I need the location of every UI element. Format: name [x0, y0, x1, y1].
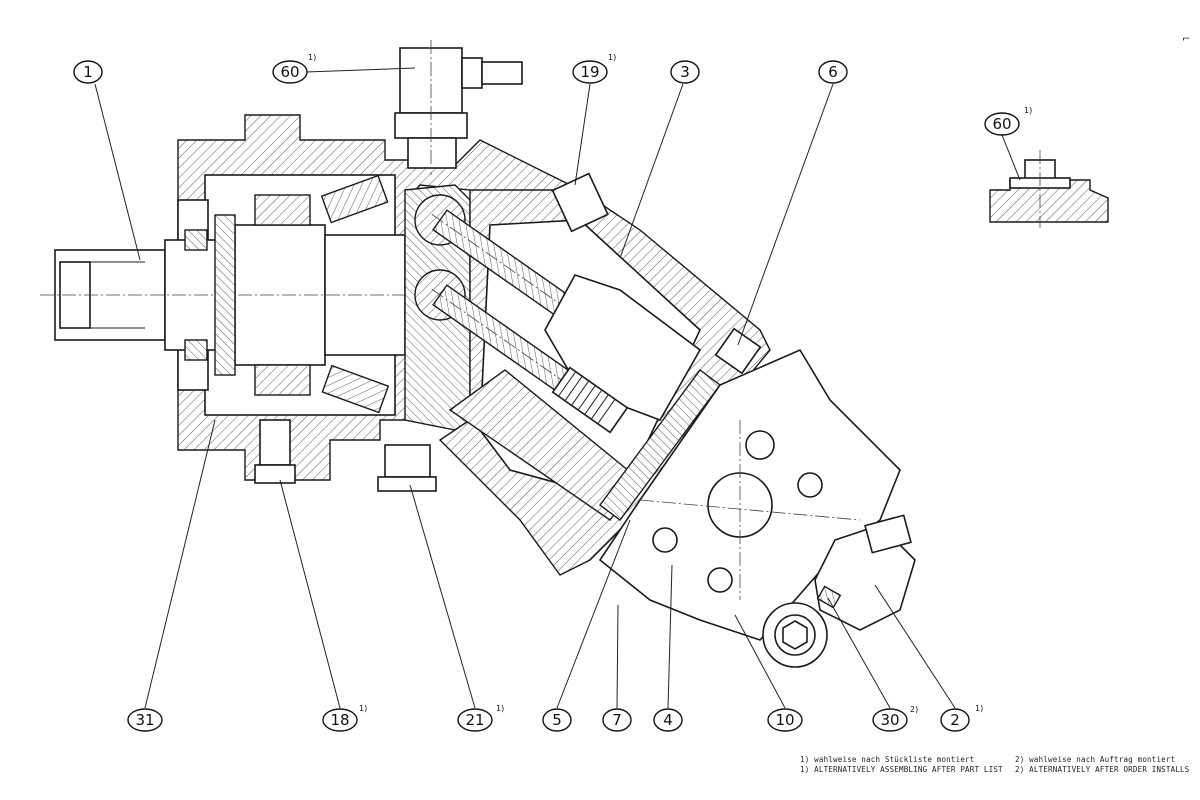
svg-text:1): 1)	[1024, 106, 1032, 115]
footnote-left: 1) wahlweise nach Stückliste montiert 1)…	[800, 755, 1003, 775]
drive-shaft	[40, 224, 440, 366]
bearings	[184, 174, 390, 414]
detail-view-60	[989, 150, 1109, 228]
footnote-left-de: 1) wahlweise nach Stückliste montiert	[800, 755, 975, 764]
svg-text:6: 6	[828, 63, 838, 81]
svg-text:19: 19	[580, 63, 599, 81]
svg-text:1: 1	[83, 63, 93, 81]
plug-6	[714, 327, 762, 375]
svg-text:30: 30	[880, 711, 899, 729]
svg-text:18: 18	[330, 711, 349, 729]
svg-text:10: 10	[775, 711, 794, 729]
callout-3: 3	[670, 60, 700, 84]
callout-5: 5	[542, 708, 572, 732]
pistons	[431, 209, 605, 411]
callout-60-top: 60 1)	[272, 53, 316, 84]
callout-2: 2 1)	[940, 704, 983, 732]
sensor-plug-60	[394, 40, 523, 175]
callout-60-detail: 60 1)	[984, 106, 1032, 136]
svg-text:5: 5	[552, 711, 562, 729]
callout-21: 21 1)	[457, 704, 504, 732]
footnote-right-de: 2) wahlweise nach Auftrag montiert	[1015, 755, 1176, 764]
cylinder-block	[448, 274, 702, 521]
plug-21	[377, 444, 437, 492]
callout-1: 1	[73, 60, 103, 84]
svg-text:1): 1)	[359, 704, 367, 713]
leader-lines	[94, 67, 1021, 709]
corner-mark: ⌐	[1182, 34, 1190, 45]
svg-text:2: 2	[950, 711, 960, 729]
callout-6: 6	[818, 60, 848, 84]
svg-text:4: 4	[663, 711, 673, 729]
svg-text:1): 1)	[608, 53, 616, 62]
callout-4: 4	[653, 708, 683, 732]
callout-31: 31	[127, 708, 163, 732]
plug-18	[254, 419, 296, 484]
svg-text:1): 1)	[496, 704, 504, 713]
port-block	[598, 348, 901, 641]
svg-text:60: 60	[280, 63, 299, 81]
svg-text:60: 60	[992, 115, 1011, 133]
callout-18: 18 1)	[322, 704, 367, 732]
svg-text:21: 21	[465, 711, 484, 729]
footnote-left-en: 1) ALTERNATIVELY ASSEMBLING AFTER PART L…	[800, 765, 1003, 774]
callout-30: 30 2)	[872, 705, 918, 732]
callout-7: 7	[602, 708, 632, 732]
svg-text:7: 7	[612, 711, 622, 729]
svg-text:1): 1)	[308, 53, 316, 62]
svg-text:31: 31	[135, 711, 154, 729]
callout-10: 10	[767, 708, 803, 732]
callout-19: 19 1)	[572, 53, 616, 84]
footnote-right-en: 2) ALTERNATIVELY AFTER ORDER INSTALLS	[1015, 765, 1190, 774]
plug-19	[551, 172, 609, 233]
svg-text:3: 3	[680, 63, 690, 81]
footnote-right: 2) wahlweise nach Auftrag montiert 2) AL…	[1015, 755, 1189, 775]
svg-text:1): 1)	[975, 704, 983, 713]
valve-body	[762, 514, 916, 668]
svg-text:2): 2)	[910, 705, 918, 714]
